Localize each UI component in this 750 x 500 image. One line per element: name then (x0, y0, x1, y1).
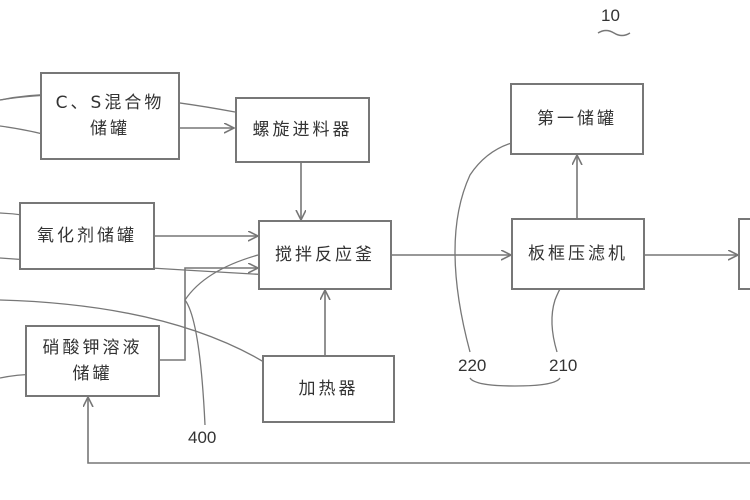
stirred-reactor-label: 搅拌反应釜 (275, 245, 375, 265)
cs-mixture-tank-label-line1: C、S混合物 (55, 93, 165, 113)
next-unit-box-partial (738, 218, 750, 290)
lead-line (0, 299, 281, 373)
plate-frame-filter-press: 板框压滤机 (511, 218, 645, 290)
ref-label-210: 210 (549, 356, 578, 375)
oxidant-tank-label: 氧化剂储罐 (37, 226, 137, 246)
first-tank: 第一储罐 (510, 83, 644, 155)
potassium-nitrate-tank-label-line1: 硝酸钾溶液 (42, 338, 143, 358)
heater-label: 加热器 (298, 379, 359, 399)
cs-mixture-tank-label-line2: 储罐 (89, 119, 130, 139)
ref-label-220: 220 (458, 356, 487, 375)
arrow-nitrate-to-reactor (160, 268, 258, 361)
bracket-220-210 (469, 377, 561, 387)
screw-feeder: 螺旋进料器 (235, 97, 370, 163)
return-line-to-nitrate-tank (88, 397, 750, 464)
heater: 加热器 (262, 355, 395, 423)
potassium-nitrate-tank: 硝酸钾溶液 储罐 (25, 325, 160, 397)
stirred-reactor: 搅拌反应釜 (258, 220, 392, 290)
screw-feeder-label: 螺旋进料器 (252, 120, 353, 140)
potassium-nitrate-tank-label-line2: 储罐 (72, 364, 113, 384)
leader-400 (184, 254, 259, 426)
figure-ref-tilde (597, 29, 631, 37)
first-tank-label: 第一储罐 (537, 109, 617, 129)
cs-mixture-tank: C、S混合物 储罐 (40, 72, 180, 160)
leader-220 (454, 139, 526, 353)
ref-label-400: 400 (188, 428, 217, 447)
oxidant-tank: 氧化剂储罐 (19, 202, 155, 270)
plate-frame-filter-press-label: 板框压滤机 (528, 244, 628, 264)
figure-ref-label: 10 (601, 6, 620, 25)
